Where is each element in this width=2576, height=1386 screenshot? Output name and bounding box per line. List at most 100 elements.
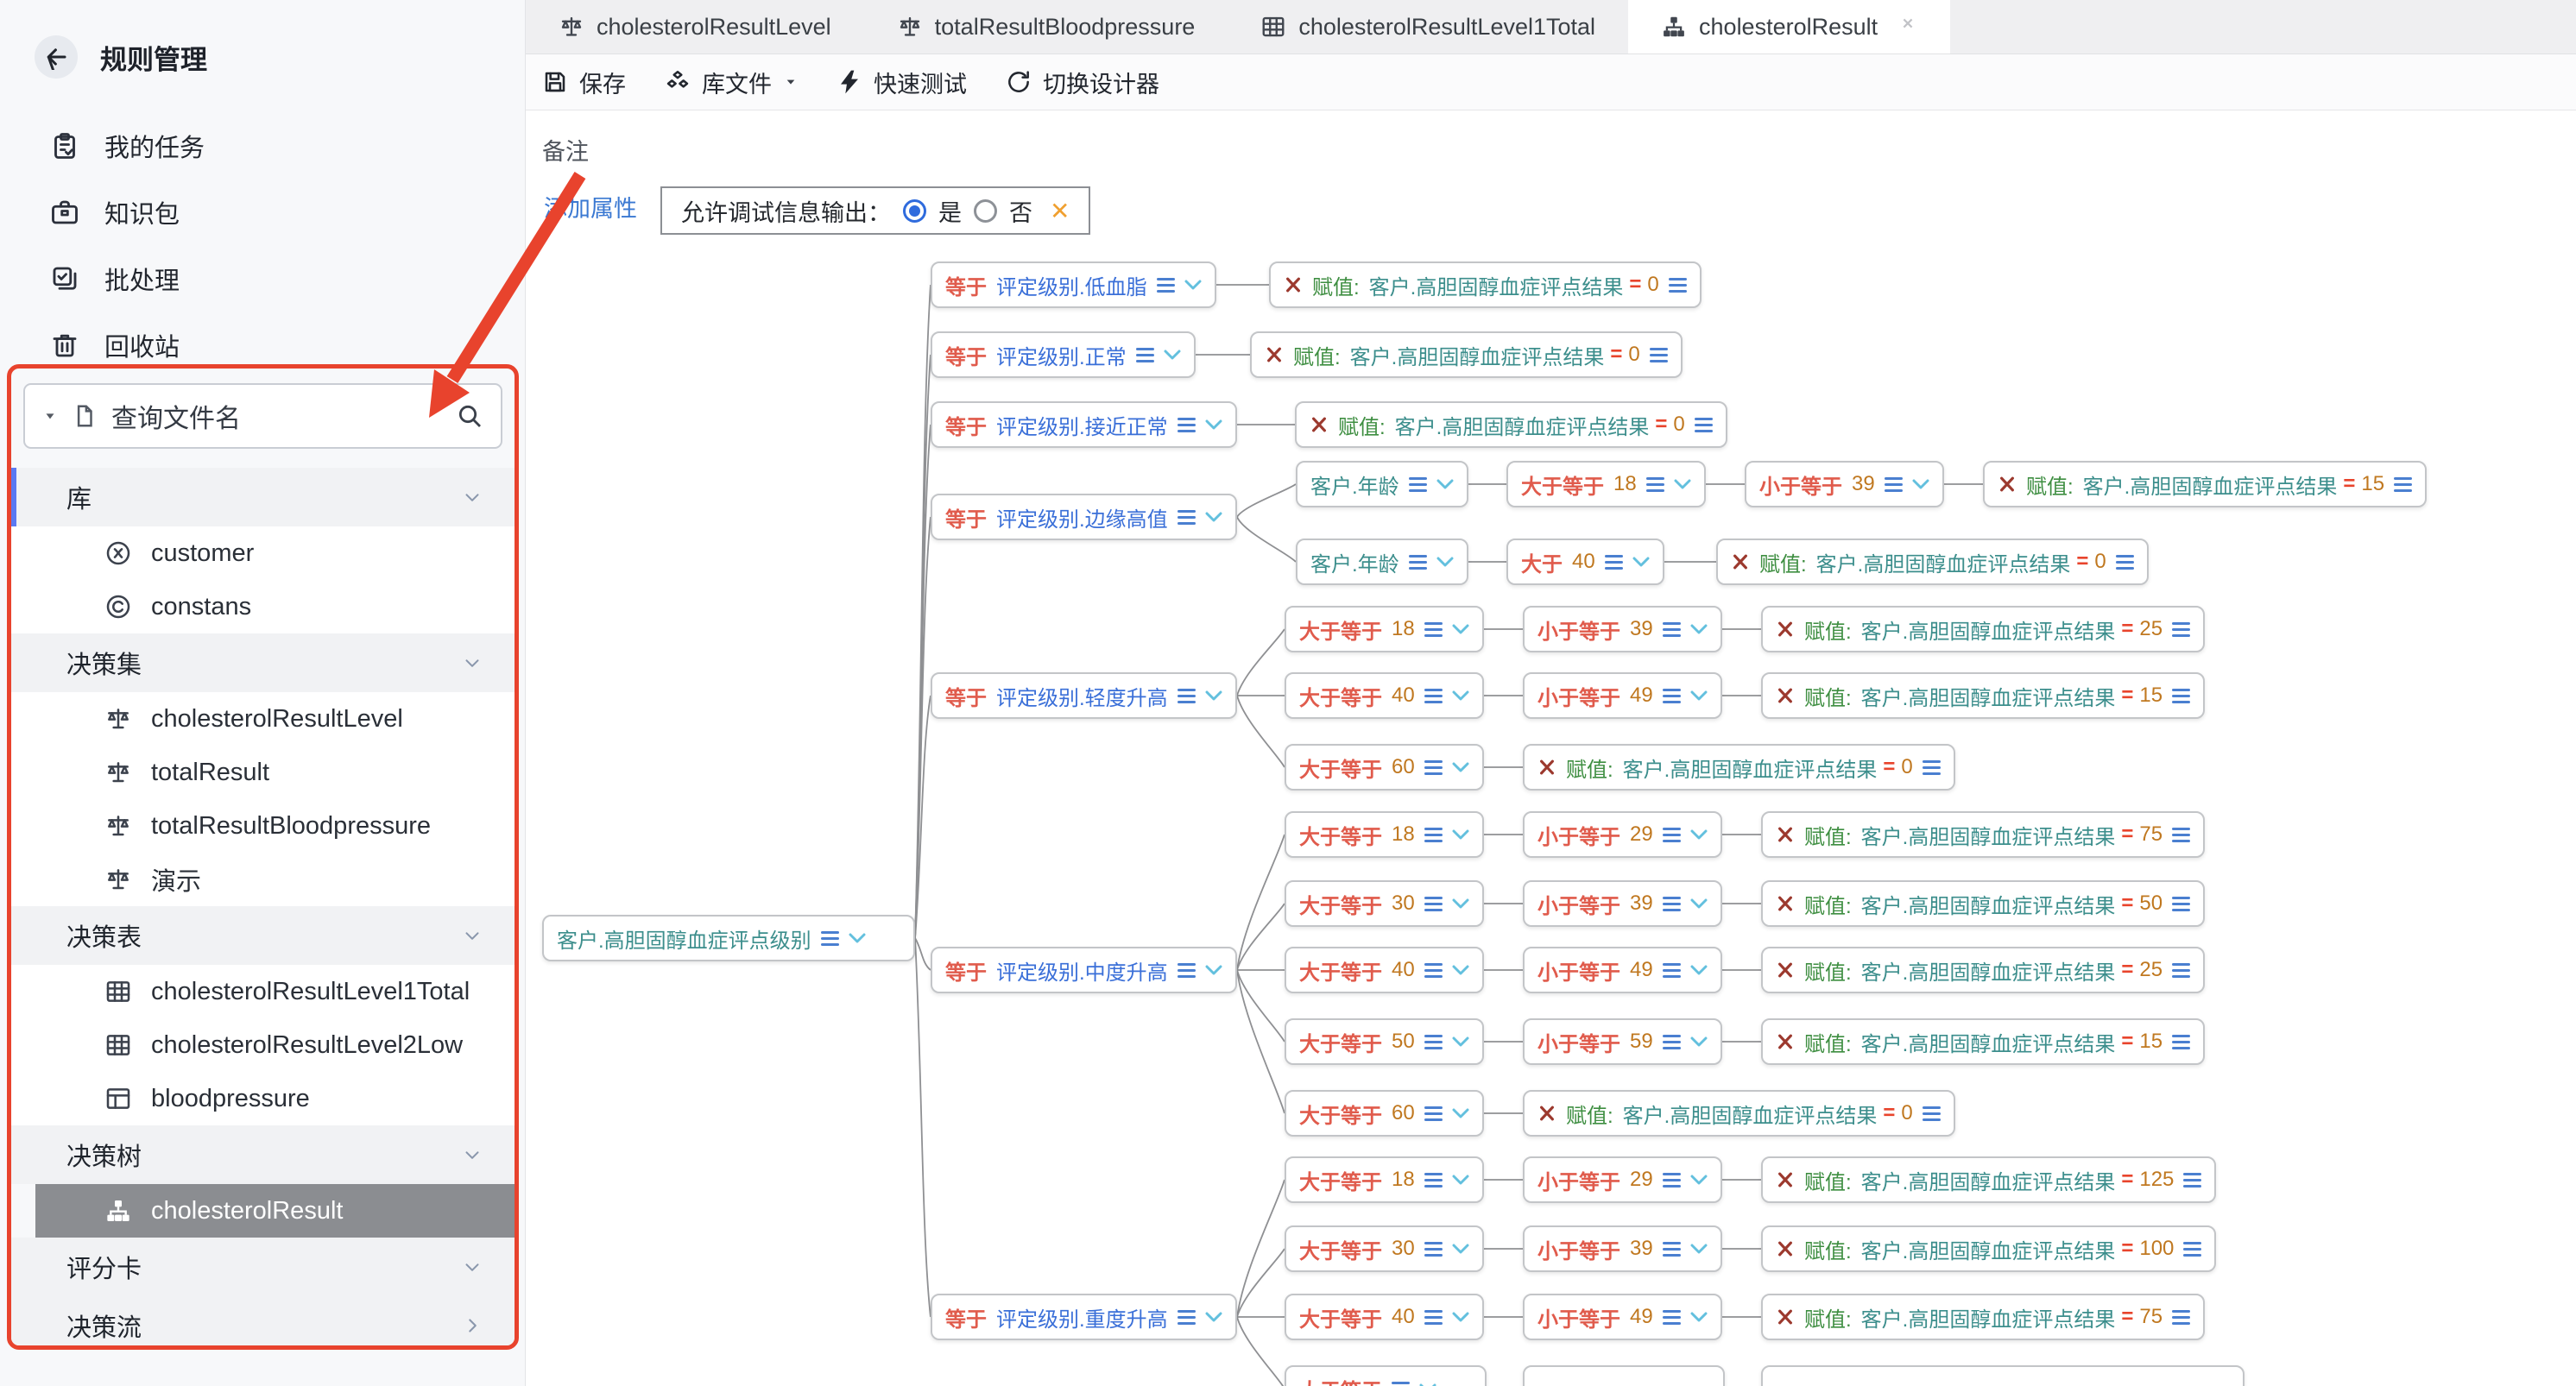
- node-menu-icon[interactable]: [1662, 962, 1681, 978]
- tree-node-eq1[interactable]: 等于评定级别.低血脂: [931, 261, 1216, 308]
- node-menu-icon[interactable]: [1424, 896, 1443, 911]
- node-collapse-icon[interactable]: [1419, 1383, 1436, 1386]
- tree-item-cholesterolResult[interactable]: cholesterolResult: [35, 1184, 515, 1238]
- node-collapse-icon[interactable]: [1205, 1312, 1222, 1323]
- tree-section-决策树[interactable]: 决策树: [11, 1125, 515, 1184]
- radio-yes[interactable]: [903, 198, 926, 223]
- tree-node-a2[interactable]: 赋值:客户.高胆固醇血症评点结果=0: [1250, 331, 1683, 378]
- tree-node-a16[interactable]: 赋值:客户.高胆固醇血症评点结果=75: [1761, 1294, 2206, 1340]
- node-menu-icon[interactable]: [1649, 347, 1668, 362]
- radio-no[interactable]: [974, 198, 997, 223]
- toolbar-快速测试-button[interactable]: 快速测试: [836, 66, 967, 99]
- node-collapse-icon[interactable]: [1690, 1244, 1708, 1255]
- node-collapse-icon[interactable]: [1205, 419, 1222, 431]
- tree-item-cholesterolResultLevel2Low[interactable]: cholesterolResultLevel2Low: [11, 1018, 515, 1072]
- node-collapse-icon[interactable]: [1452, 762, 1469, 773]
- tree-node-a1[interactable]: 赋值:客户.高胆固醇血症评点结果=0: [1269, 261, 1702, 308]
- node-menu-icon[interactable]: [1424, 688, 1443, 703]
- node-menu-icon[interactable]: [1662, 896, 1681, 911]
- sidebar-nav-item-批处理[interactable]: 批处理: [0, 245, 525, 312]
- node-menu-icon[interactable]: [1177, 417, 1196, 432]
- node-menu-icon[interactable]: [2394, 476, 2413, 492]
- chevron-down-icon[interactable]: [461, 486, 483, 508]
- tree-node-a11[interactable]: 赋值:客户.高胆固醇血症评点结果=25: [1761, 947, 2206, 993]
- tree-node-age1[interactable]: 客户.年龄: [1296, 461, 1468, 507]
- node-menu-icon[interactable]: [1662, 1034, 1681, 1049]
- tree-node-h4c[interactable]: [1761, 1365, 2245, 1386]
- tree-node-a3[interactable]: 赋值:客户.高胆固醇血症评点结果=0: [1295, 401, 1727, 448]
- node-menu-icon[interactable]: [1662, 827, 1681, 842]
- node-menu-icon[interactable]: [1135, 347, 1154, 362]
- node-menu-icon[interactable]: [1408, 476, 1427, 492]
- tree-item-totalResult[interactable]: totalResult: [11, 746, 515, 799]
- node-collapse-icon[interactable]: [1452, 690, 1469, 702]
- tree-section-决策表[interactable]: 决策表: [11, 906, 515, 965]
- node-collapse-icon[interactable]: [1690, 829, 1708, 841]
- tree-node-eq4[interactable]: 等于评定级别.边缘高值: [931, 494, 1237, 540]
- node-menu-icon[interactable]: [1424, 621, 1443, 637]
- node-menu-icon[interactable]: [1408, 554, 1427, 570]
- tree-node-a8[interactable]: 赋值:客户.高胆固醇血症评点结果=0: [1523, 744, 1955, 791]
- node-menu-icon[interactable]: [2172, 962, 2191, 978]
- search-icon[interactable]: [456, 402, 483, 430]
- node-collapse-icon[interactable]: [1436, 479, 1454, 490]
- chevron-down-icon[interactable]: [461, 1256, 483, 1278]
- node-collapse-icon[interactable]: [1690, 690, 1708, 702]
- property-close-icon[interactable]: ✕: [1050, 197, 1070, 224]
- delete-x-icon[interactable]: [1284, 275, 1303, 294]
- node-collapse-icon[interactable]: [1205, 690, 1222, 702]
- node-menu-icon[interactable]: [1694, 417, 1713, 432]
- node-collapse-icon[interactable]: [1184, 280, 1202, 291]
- node-menu-icon[interactable]: [2172, 827, 2191, 842]
- tree-item-cholesterolResultLevel1Total[interactable]: cholesterolResultLevel1Total: [11, 965, 515, 1018]
- tab-totalResultBloodpressure[interactable]: totalResultBloodpressure: [864, 0, 1228, 54]
- node-collapse-icon[interactable]: [1690, 624, 1708, 635]
- toolbar-切换设计器-button[interactable]: 切换设计器: [1005, 66, 1159, 99]
- node-menu-icon[interactable]: [1662, 1172, 1681, 1188]
- tree-node-h4a[interactable]: 大于等于: [1285, 1365, 1487, 1386]
- tab-cholesterolResultLevel1Total[interactable]: cholesterolResultLevel1Total: [1228, 0, 1628, 54]
- node-collapse-icon[interactable]: [1205, 512, 1222, 523]
- delete-x-icon[interactable]: [1537, 1104, 1556, 1123]
- tree-node-eq5[interactable]: 等于评定级别.轻度升高: [931, 672, 1237, 719]
- tree-node-eq3[interactable]: 等于评定级别.接近正常: [931, 401, 1237, 448]
- node-collapse-icon[interactable]: [1452, 1244, 1469, 1255]
- tree-node-a9[interactable]: 赋值:客户.高胆固醇血症评点结果=75: [1761, 811, 2206, 858]
- node-menu-icon[interactable]: [1177, 509, 1196, 525]
- node-menu-icon[interactable]: [1662, 688, 1681, 703]
- delete-x-icon[interactable]: [1537, 758, 1556, 777]
- node-menu-icon[interactable]: [1424, 759, 1443, 775]
- back-button[interactable]: [35, 35, 78, 79]
- node-collapse-icon[interactable]: [1632, 557, 1650, 568]
- node-menu-icon[interactable]: [2183, 1241, 2202, 1257]
- node-collapse-icon[interactable]: [1452, 1312, 1469, 1323]
- sidebar-nav-item-知识包[interactable]: 知识包: [0, 179, 525, 245]
- tree-item-cholesterolResultLevel[interactable]: cholesterolResultLevel: [11, 692, 515, 746]
- tree-node-a14[interactable]: 赋值:客户.高胆固醇血症评点结果=125: [1761, 1156, 2217, 1203]
- sidebar-nav-item-我的任务[interactable]: 我的任务: [0, 112, 525, 179]
- node-collapse-icon[interactable]: [1452, 1175, 1469, 1186]
- node-collapse-icon[interactable]: [1690, 1175, 1708, 1186]
- node-menu-icon[interactable]: [1668, 277, 1687, 293]
- tree-node-a5[interactable]: 赋值:客户.高胆固醇血症评点结果=0: [1716, 539, 2149, 585]
- tree-node-age2[interactable]: 客户.年龄: [1296, 539, 1468, 585]
- node-menu-icon[interactable]: [1424, 1172, 1443, 1188]
- node-menu-icon[interactable]: [1424, 1034, 1443, 1049]
- delete-x-icon[interactable]: [1776, 961, 1795, 980]
- tree-section-评分卡[interactable]: 评分卡: [11, 1238, 515, 1296]
- node-menu-icon[interactable]: [2115, 554, 2134, 570]
- node-collapse-icon[interactable]: [1690, 898, 1708, 910]
- delete-x-icon[interactable]: [1776, 825, 1795, 844]
- tree-item-totalResultBloodpressure[interactable]: totalResultBloodpressure: [11, 799, 515, 853]
- tab-close-icon[interactable]: [1898, 14, 1917, 33]
